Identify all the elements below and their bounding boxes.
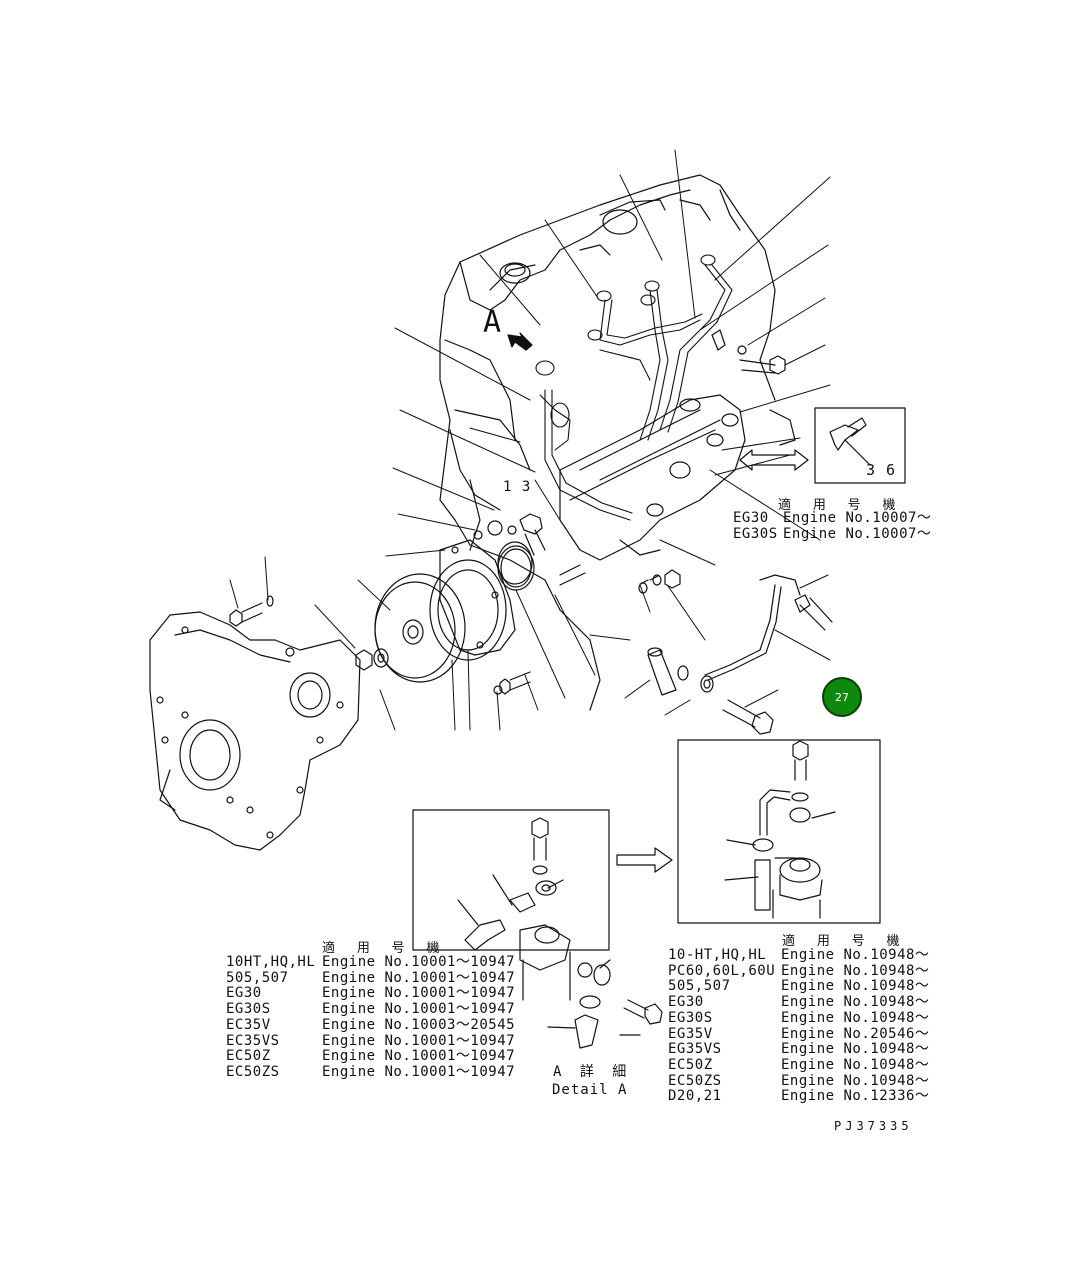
bracket-inset — [814, 407, 906, 484]
injection-pump — [559, 394, 796, 561]
detail-a-caption-en: Detail A — [552, 1082, 628, 1098]
double-arrow — [739, 449, 809, 471]
callout-36: 3 6 — [866, 461, 897, 479]
right-arrow — [616, 847, 673, 873]
detail-new-box — [677, 739, 881, 924]
detail-a-caption-jp: A 詳 細 — [553, 1064, 632, 1080]
detail-a-box — [412, 809, 663, 1049]
right-table-header: 適 用 号 機 — [782, 934, 907, 949]
engine-block — [439, 174, 776, 711]
view-a-label: A — [483, 305, 503, 340]
nut-and-washer — [355, 648, 389, 671]
table-row: EG30 Engine No.10007～ — [733, 510, 932, 526]
left-table-header: 適 用 号 機 — [322, 941, 447, 956]
bolts — [229, 329, 833, 695]
fuel-pipes — [535, 254, 733, 521]
top-table-header: 適 用 号 機 — [778, 498, 903, 513]
return-pipe — [647, 574, 801, 735]
view-arrow-a — [507, 332, 533, 351]
drawing-number: PJ37335 — [834, 1119, 913, 1133]
leader-lines — [229, 149, 831, 731]
drive-gear — [374, 573, 466, 683]
page-badge[interactable]: 27 — [822, 677, 862, 717]
gear-case — [149, 611, 361, 851]
callout-13: 1 3 — [503, 479, 532, 495]
